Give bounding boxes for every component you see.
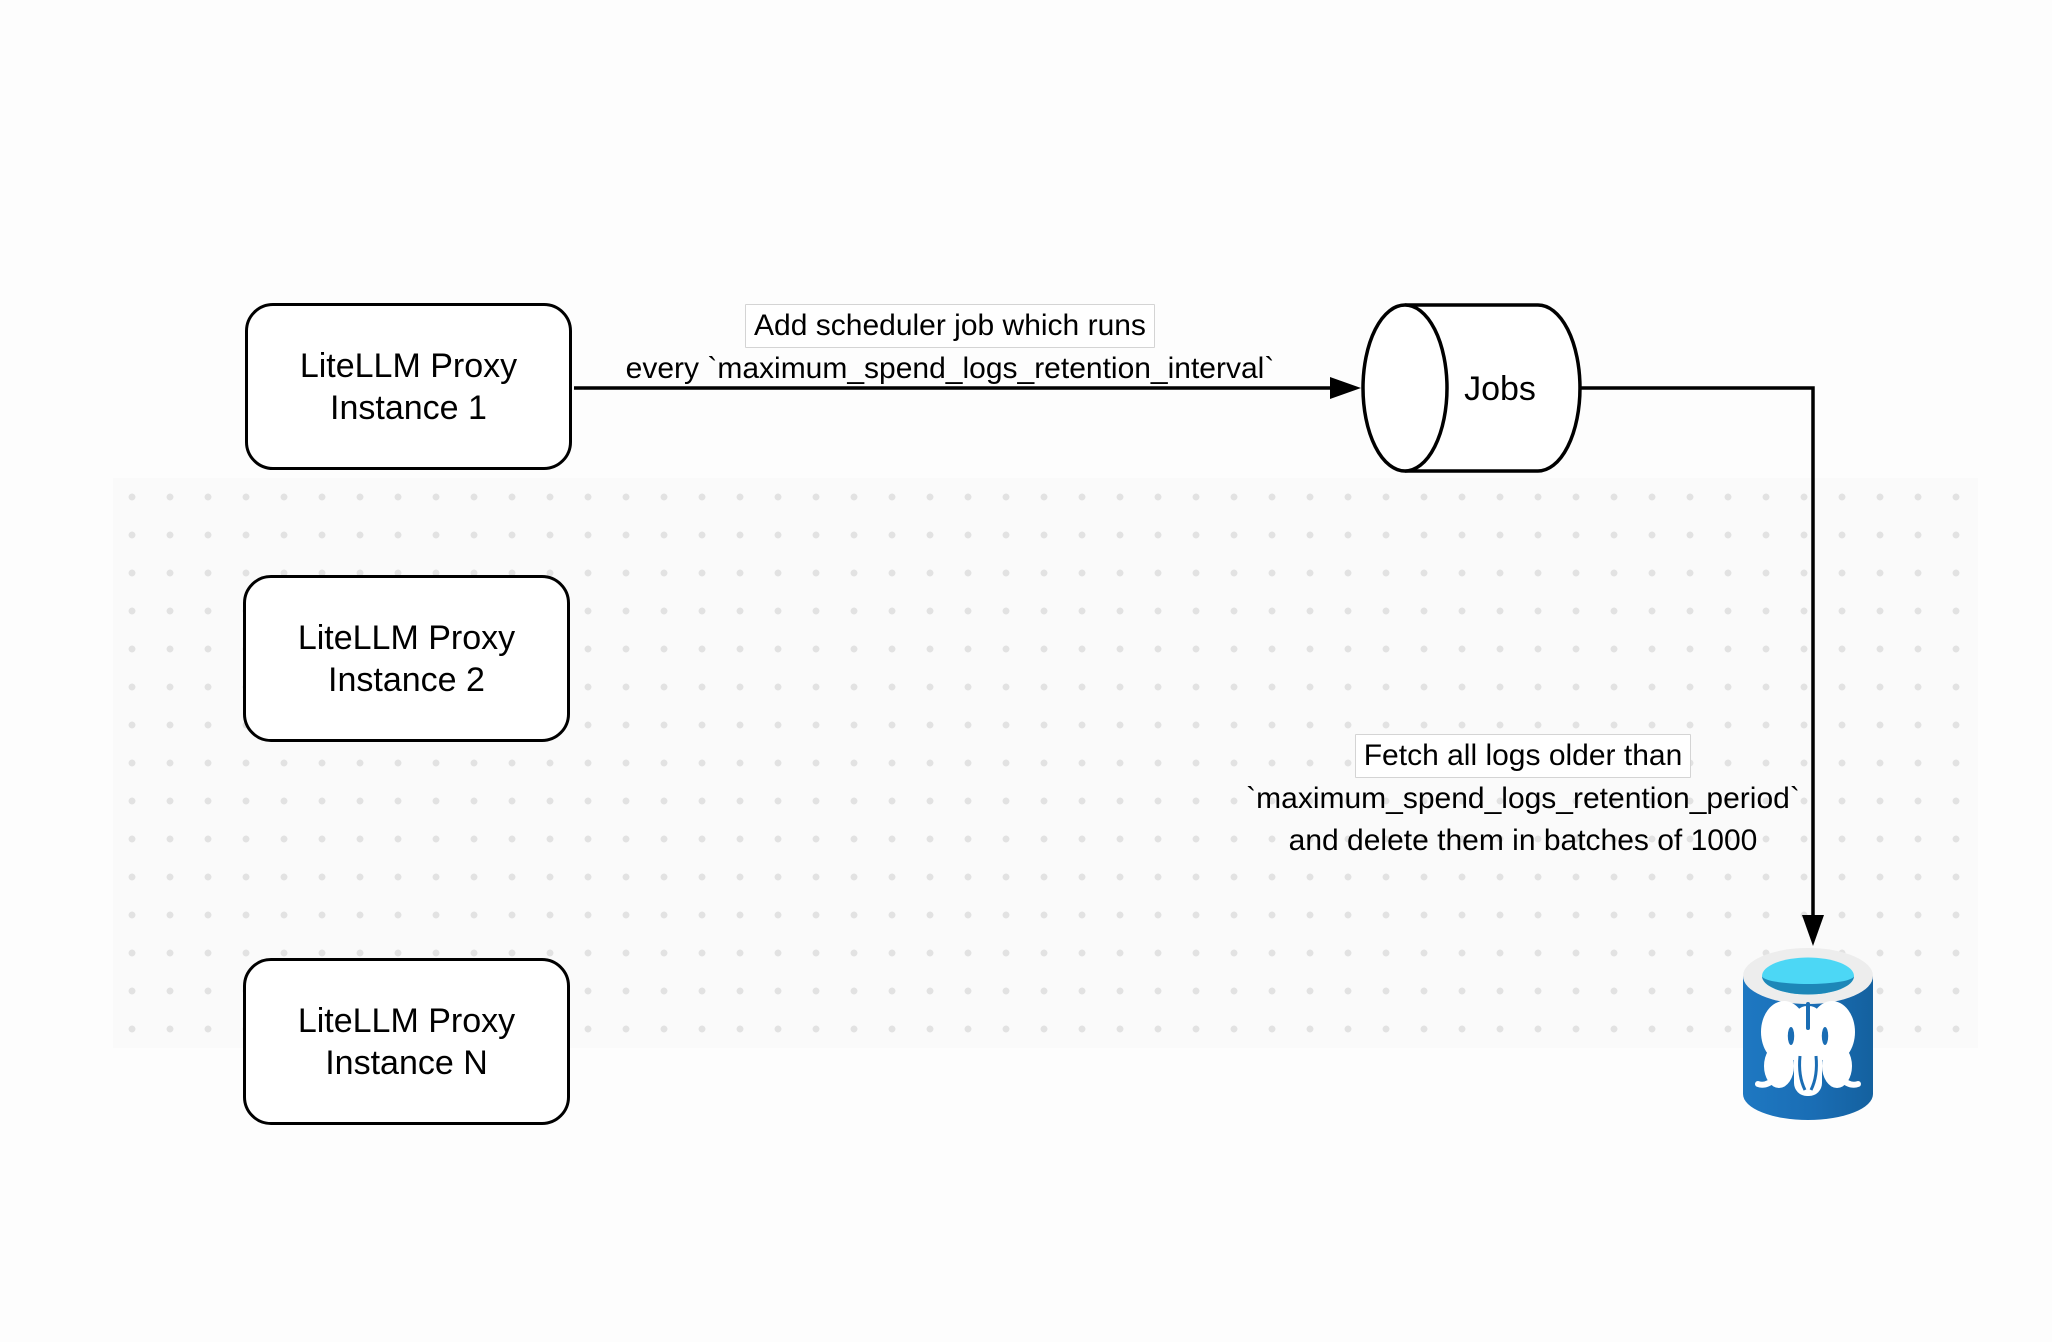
node-litellm-proxy-instance-1: LiteLLM Proxy Instance 1 xyxy=(245,303,572,470)
postgresql-database-icon xyxy=(1743,948,1873,1120)
postgres-elephant-icon xyxy=(1755,1001,1861,1096)
node-label-line: Instance 1 xyxy=(330,388,487,427)
node-label-line: Instance N xyxy=(325,1043,488,1082)
node-label-line: LiteLLM Proxy xyxy=(299,346,518,385)
jobs-node-label: Jobs xyxy=(1464,369,1536,408)
edge-scheduler-arrowhead-icon xyxy=(1330,377,1361,399)
node-litellm-proxy-instance-2: LiteLLM Proxy Instance 2 xyxy=(243,575,570,742)
edge-label-cleanup: Fetch all logs older than `maximum_spend… xyxy=(1223,734,1823,862)
edge-label-text: `maximum_spend_logs_retention_period` xyxy=(1246,782,1800,815)
edge-label-text: Add scheduler job which runs xyxy=(745,304,1155,348)
node-label-line: LiteLLM Proxy xyxy=(297,618,516,657)
node-label-line: LiteLLM Proxy xyxy=(297,1001,516,1040)
edge-label-text: Fetch all logs older than xyxy=(1354,734,1692,778)
edge-label-text: every `maximum_spend_logs_retention_inte… xyxy=(625,352,1275,385)
edge-label-scheduler: Add scheduler job which runs every `maxi… xyxy=(600,304,1300,390)
edge-label-text: and delete them in batches of 1000 xyxy=(1288,824,1758,857)
node-litellm-proxy-instance-n: LiteLLM Proxy Instance N xyxy=(243,958,570,1125)
node-label-line: Instance 2 xyxy=(328,660,485,699)
